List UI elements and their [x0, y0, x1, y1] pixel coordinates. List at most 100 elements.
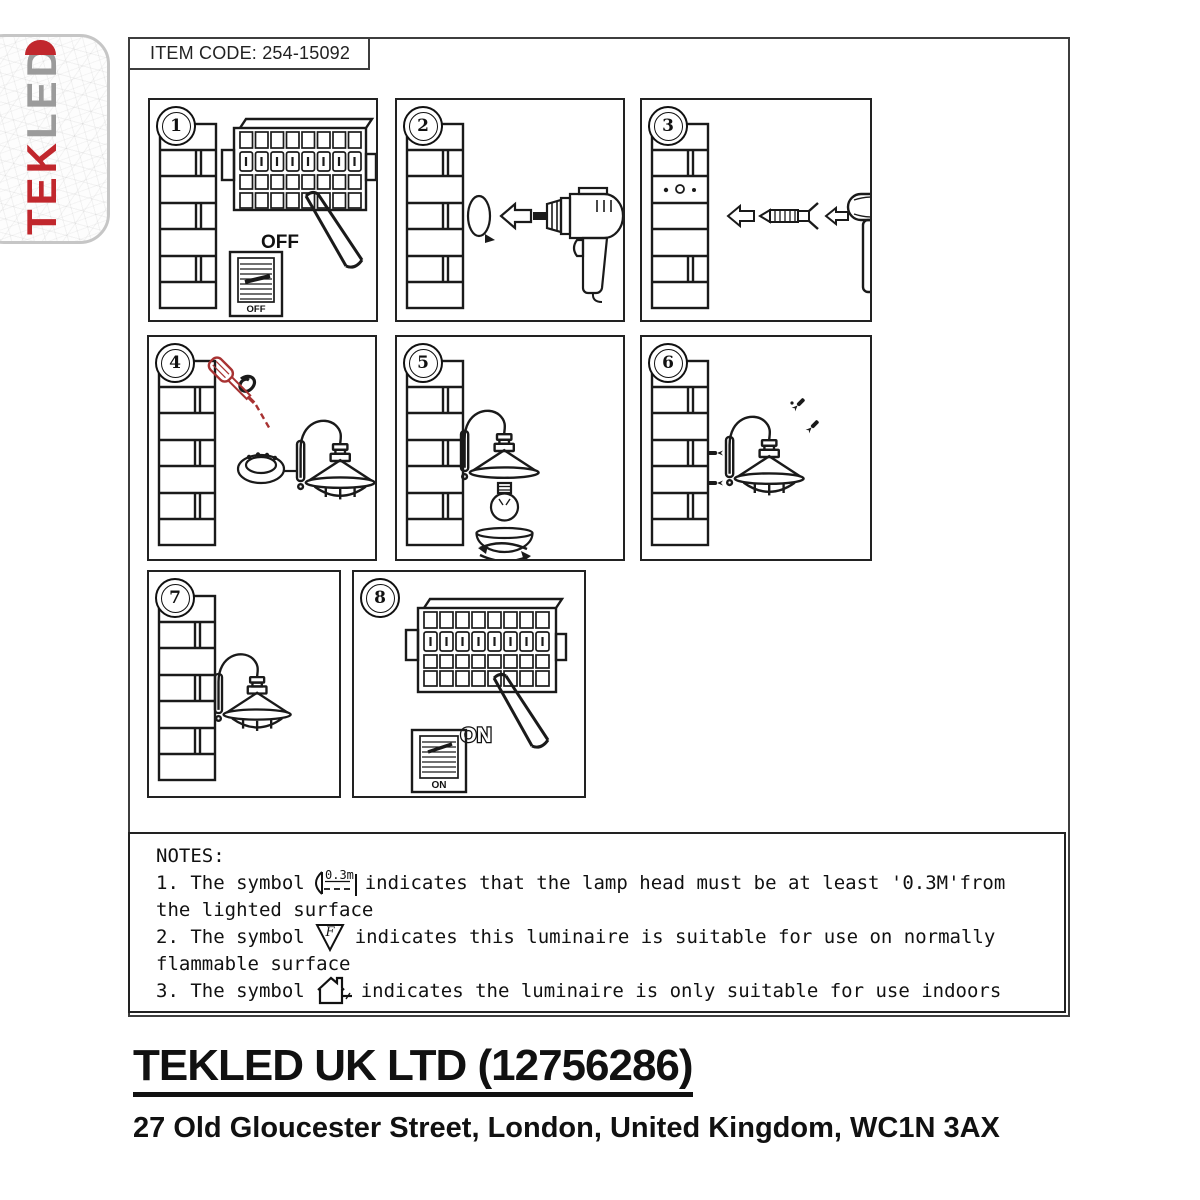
- step-panel-5: 5: [395, 335, 625, 561]
- bracket-icon: [236, 452, 297, 485]
- step-7-illustration: [157, 594, 292, 782]
- note-3-pre: 3. The symbol: [156, 979, 305, 1002]
- arrow-left-icon: [499, 201, 533, 231]
- step-number-badge: 6: [648, 343, 688, 383]
- note-1-pre: 1. The symbol: [156, 871, 305, 894]
- drill-motion-icon: [466, 194, 495, 243]
- item-code-label: ITEM CODE: 254-15092: [150, 43, 351, 63]
- company-address-text: 27 Old Gloucester Street, London, United…: [133, 1112, 1000, 1144]
- company-address: 27 Old Gloucester Street, London, United…: [133, 1112, 1000, 1145]
- wall-lamp: [459, 409, 540, 481]
- step-number: 6: [662, 353, 674, 373]
- notes-heading: NOTES:: [156, 842, 1054, 869]
- step-4-illustration: [157, 356, 375, 547]
- brick-wall: [157, 359, 217, 547]
- wall-plug-icon: [758, 202, 819, 230]
- bulb-icon: [489, 481, 520, 522]
- drill-icon: [533, 186, 623, 303]
- step-panel-7: 7: [147, 570, 341, 798]
- switch-on-label: ON: [432, 780, 447, 791]
- brick-wall: [405, 122, 465, 310]
- drive-direction-line: [254, 404, 273, 432]
- screw-icon: [708, 480, 723, 486]
- step-number: 5: [417, 353, 429, 373]
- pointing-hand-icon: [492, 672, 550, 749]
- tekled-logo-text: TEKLED: [18, 40, 65, 235]
- switch-off-label: OFF: [247, 304, 266, 315]
- item-code-box: ITEM CODE: 254-15092: [128, 37, 370, 70]
- step-8-illustration: ON ON: [404, 597, 568, 794]
- step-6-illustration: [650, 359, 819, 547]
- screw-icon: [805, 420, 819, 434]
- content-frame: [128, 37, 1070, 1017]
- step-number-badge: 8: [360, 578, 400, 618]
- dot: [790, 401, 794, 405]
- tekled-logo: TEKLED: [0, 34, 110, 244]
- arrow-left-icon: [726, 203, 755, 229]
- step-1-illustration: OFF OFF: [158, 117, 376, 318]
- note-2-pre: 2. The symbol: [156, 925, 305, 948]
- wall-lamp: [724, 415, 805, 496]
- glass-shade-icon: [475, 526, 534, 554]
- note-2-cont: flammable surface: [156, 950, 1054, 977]
- screwdriver-icon: [207, 356, 256, 405]
- step-number: 7: [169, 588, 181, 608]
- step-panel-4: 4: [147, 335, 377, 561]
- step-panel-8: 8: [352, 570, 586, 798]
- min-distance-icon: 0.3m: [314, 868, 357, 896]
- logo-led: LED: [18, 43, 65, 139]
- step-number: 4: [169, 353, 181, 373]
- arrow-left-icon: [824, 205, 849, 227]
- note-1-cont: the lighted surface: [156, 896, 1054, 923]
- wall-lamp: [213, 653, 292, 731]
- pointing-hand-icon: [304, 190, 364, 269]
- flammable-surface-icon: F: [315, 923, 345, 952]
- notes-heading-text: NOTES:: [156, 844, 225, 867]
- hammer-icon: [846, 192, 870, 294]
- note-2: 2. The symbol F indicates this luminaire…: [156, 923, 1054, 952]
- rotate-arrows-icon: [478, 542, 531, 559]
- fuse-box: [220, 117, 376, 212]
- note-2-post: indicates this luminaire is suitable for…: [354, 925, 996, 948]
- wall-lamp: [295, 419, 375, 500]
- fuse-box: [404, 597, 568, 694]
- step-number-badge: 5: [403, 343, 443, 383]
- on-label: ON: [460, 724, 492, 747]
- brick-wall: [405, 359, 465, 547]
- screw-icon: [708, 450, 723, 456]
- notes-section: NOTES: 1. The symbol 0.3m indicates that…: [128, 832, 1066, 1013]
- svg-text:F: F: [324, 925, 335, 940]
- step-panel-2: 2: [395, 98, 625, 322]
- svg-text:0.3m: 0.3m: [325, 868, 354, 882]
- step-number-badge: 4: [155, 343, 195, 383]
- step-number-badge: 3: [648, 106, 688, 146]
- note-1-post: indicates that the lamp head must be at …: [364, 871, 1006, 894]
- company-name-text: TEKLED UK LTD (12756286): [133, 1041, 694, 1090]
- step-2-illustration: [405, 122, 623, 310]
- brick-wall: [158, 122, 218, 310]
- step-number-badge: 7: [155, 578, 195, 618]
- company-name: TEKLED UK LTD (12756286): [133, 1041, 694, 1098]
- note-2-cont-text: flammable surface: [156, 952, 351, 975]
- step-number-badge: 1: [156, 106, 196, 146]
- step-3-illustration: [650, 122, 870, 310]
- brick-wall: [650, 122, 710, 310]
- step-number: 2: [417, 116, 429, 136]
- step-number-badge: 2: [403, 106, 443, 146]
- step-panel-3: 3: [640, 98, 872, 322]
- step-5-illustration: [405, 359, 540, 559]
- note-1: 1. The symbol 0.3m indicates that the la…: [156, 868, 1054, 896]
- note-3-post: indicates the luminaire is only suitable…: [360, 979, 1002, 1002]
- switch-box: ON: [410, 728, 468, 794]
- switch-box: OFF: [228, 250, 284, 318]
- step-panel-6: 6: [640, 335, 872, 561]
- screw-icon: [791, 398, 805, 412]
- note-1-cont-text: the lighted surface: [156, 898, 374, 921]
- indoor-use-icon: [316, 976, 352, 1004]
- note-3: 3. The symbol indicates the luminaire is…: [156, 976, 1054, 1004]
- off-label: OFF: [261, 232, 299, 253]
- hook-icon: [238, 374, 257, 393]
- logo-tek: TEK: [18, 139, 65, 235]
- brick-wall: [650, 359, 710, 547]
